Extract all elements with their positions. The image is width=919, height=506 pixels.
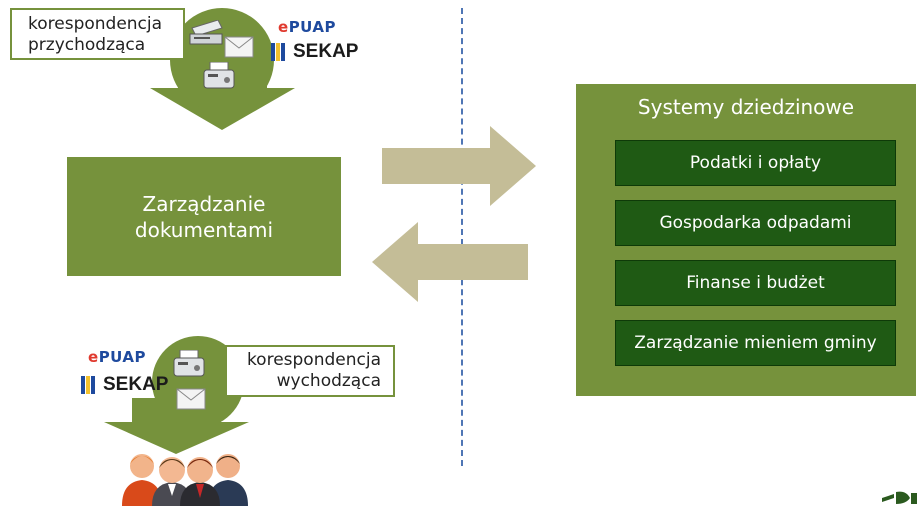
corner-logo-icon — [882, 491, 917, 504]
fax-icon — [173, 350, 205, 377]
arrow-to-systems — [382, 126, 536, 206]
envelope-icon — [176, 388, 206, 410]
document-management-box: Zarządzanie dokumentami — [67, 157, 341, 276]
system-item-property: Zarządzanie mieniem gminy — [615, 320, 896, 366]
fax-icon — [203, 62, 235, 89]
epuap-logo: ePUAP — [278, 18, 337, 36]
scanner-icon — [189, 20, 223, 45]
outgoing-correspondence-label: korespondencja wychodząca — [225, 345, 395, 397]
epuap-logo: ePUAP — [88, 348, 147, 366]
incoming-label-line2: przychodząca — [28, 35, 146, 55]
system-item-waste: Gospodarka odpadami — [615, 200, 896, 246]
doc-management-line2: dokumentami — [134, 217, 274, 242]
system-item-finance: Finanse i budżet — [615, 260, 896, 306]
sekap-logo: SEKAP — [80, 374, 168, 396]
dashed-divider — [461, 8, 463, 466]
arrow-from-systems — [372, 222, 528, 302]
sekap-emblem-icon — [81, 376, 95, 394]
sekap-logo: SEKAP — [270, 41, 358, 63]
domain-systems-title: Systemy dziedzinowe — [637, 95, 855, 119]
people-icon — [122, 454, 248, 506]
sekap-emblem-icon — [271, 43, 285, 61]
outgoing-label-line1: korespondencja — [246, 350, 381, 370]
system-item-taxes: Podatki i opłaty — [615, 140, 896, 186]
doc-management-line1: Zarządzanie — [142, 191, 266, 216]
incoming-label-line1: korespondencja — [28, 14, 163, 34]
envelope-icon — [224, 36, 254, 58]
incoming-correspondence-label: korespondencja przychodząca — [10, 8, 185, 60]
incoming-icon-badge — [170, 8, 274, 112]
outgoing-label-line2: wychodząca — [276, 371, 381, 391]
